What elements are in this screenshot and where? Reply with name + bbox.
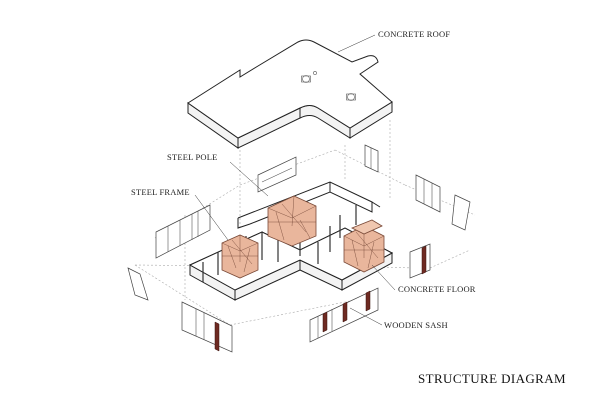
diagram-title: STRUCTURE DIAGRAM [418,371,566,386]
label-concrete-floor: CONCRETE FLOOR [398,284,476,294]
concrete-roof [187,39,393,149]
label-steel-pole: STEEL POLE [167,152,218,162]
leader-lines [194,34,396,326]
wall-panel-left [127,204,211,301]
label-concrete-roof: CONCRETE ROOF [378,29,450,39]
wooden-sash-1 [322,311,328,333]
terracotta-boxes [221,195,385,279]
wooden-sash-left [214,321,220,352]
wall-panels-upper [257,144,471,231]
wooden-sash-2 [342,301,348,323]
steel-frame [237,181,381,229]
label-wooden-sash: WOODEN SASH [384,320,448,330]
lower-walls [181,243,431,353]
wooden-sash-3 [365,290,371,312]
label-steel-frame: STEEL FRAME [131,187,190,197]
wooden-sash-right [421,245,427,275]
